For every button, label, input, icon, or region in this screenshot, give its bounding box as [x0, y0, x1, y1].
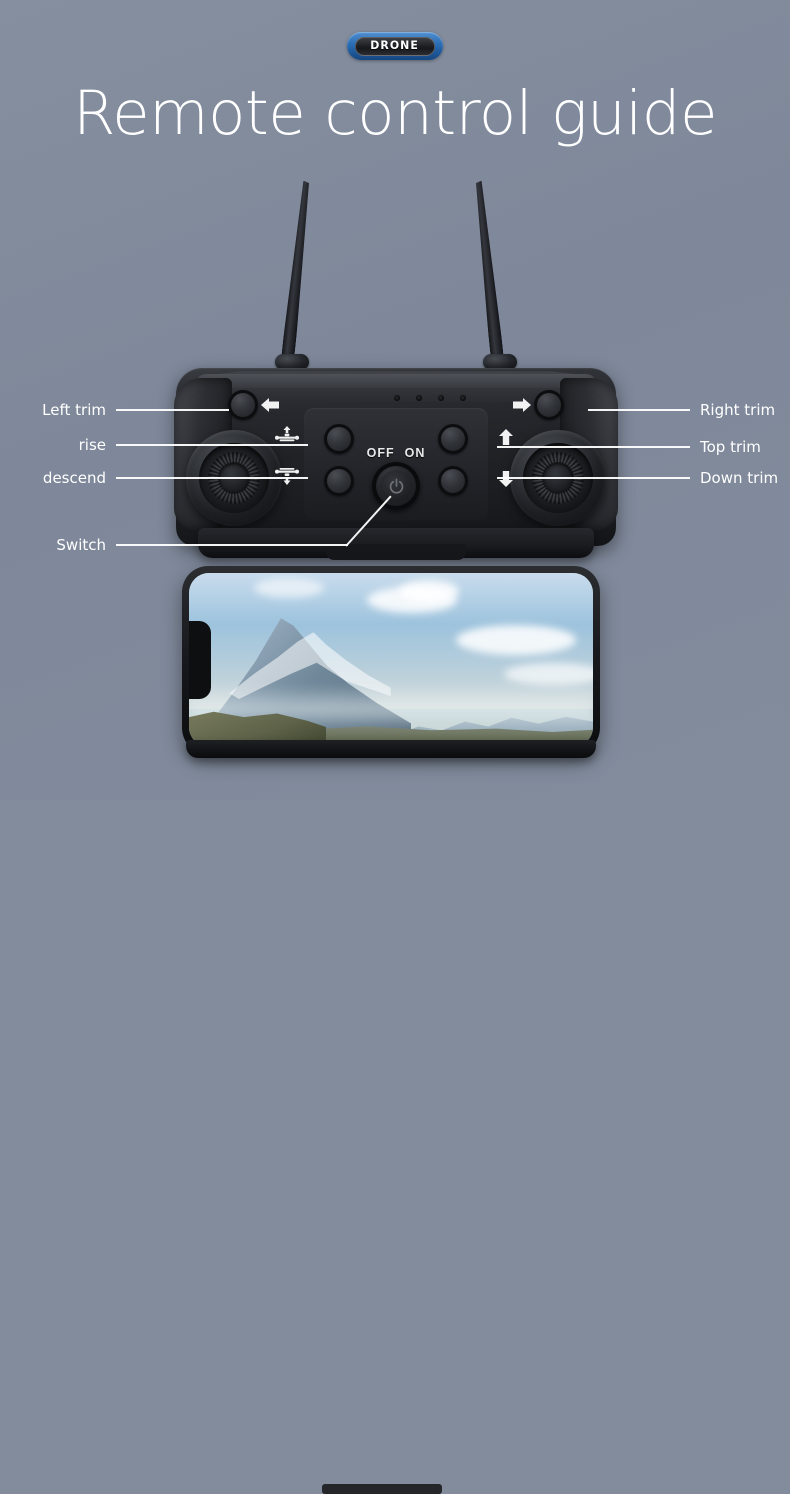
leader-line-switch: [116, 544, 348, 546]
logo-inner-plate: DRONE: [355, 36, 435, 56]
cloud: [455, 625, 576, 656]
left-trim-button[interactable]: [228, 390, 258, 420]
page-title: Remote control guide: [72, 78, 718, 149]
led-indicator: [438, 395, 444, 401]
leader-line-right-trim: [588, 409, 690, 411]
phone-notch: [189, 621, 211, 699]
power-symbol-icon: [389, 478, 403, 494]
phone-clamp-notch: [326, 544, 466, 560]
rise-button[interactable]: [324, 424, 354, 454]
phone-bottom-frame: [186, 740, 596, 1494]
controller-top-edge: [196, 374, 596, 388]
led-indicator: [394, 395, 400, 401]
controller-body: OFF ON: [174, 368, 618, 560]
arrow-right-icon: [513, 398, 531, 412]
drone-descend-icon: [275, 468, 299, 485]
logo-text: DRONE: [370, 38, 420, 53]
antenna-right: [472, 180, 504, 360]
arrow-up-icon: [499, 429, 513, 445]
power-on-label: ON: [404, 446, 426, 460]
phone-bottom-slot: [322, 1484, 442, 1494]
led-indicator: [416, 395, 422, 401]
leader-line-top-trim: [497, 446, 690, 448]
led-indicator-row: [394, 394, 466, 402]
remote-controller: OFF ON: [174, 368, 618, 563]
antenna-hinge-right: [483, 354, 517, 370]
led-indicator: [460, 395, 466, 401]
leader-line-left-trim: [116, 409, 229, 411]
power-button-inner: [380, 470, 412, 502]
callout-label-top-trim: Top trim: [700, 438, 761, 456]
antenna-left: [281, 180, 313, 360]
drone-brand-logo: DRONE: [347, 32, 443, 60]
top-trim-button[interactable]: [438, 424, 468, 454]
callout-label-switch: Switch: [56, 536, 106, 554]
leader-line-rise: [116, 444, 308, 446]
callout-label-left-trim: Left trim: [42, 401, 106, 419]
right-trim-button[interactable]: [534, 390, 564, 420]
phone-screen[interactable]: [189, 573, 593, 747]
cloud: [504, 663, 593, 686]
leader-line-descend: [116, 477, 308, 479]
callout-label-right-trim: Right trim: [700, 401, 776, 419]
mounted-smartphone: [182, 566, 600, 754]
descend-button[interactable]: [324, 466, 354, 496]
down-trim-button[interactable]: [438, 466, 468, 496]
leader-line-down-trim: [497, 477, 690, 479]
antenna-hinge-left: [275, 354, 309, 370]
power-off-label: OFF: [366, 446, 395, 460]
drone-ascend-icon: [275, 426, 299, 442]
callout-label-down-trim: Down trim: [700, 469, 779, 487]
callout-label-descend: descend: [42, 469, 106, 487]
arrow-down-icon: [499, 471, 513, 487]
power-button[interactable]: [372, 462, 420, 510]
power-state-labels: OFF ON: [328, 446, 464, 460]
cloud: [253, 578, 324, 599]
arrow-left-icon: [261, 398, 279, 412]
callout-label-rise: rise: [78, 436, 106, 454]
cloud: [399, 579, 460, 602]
